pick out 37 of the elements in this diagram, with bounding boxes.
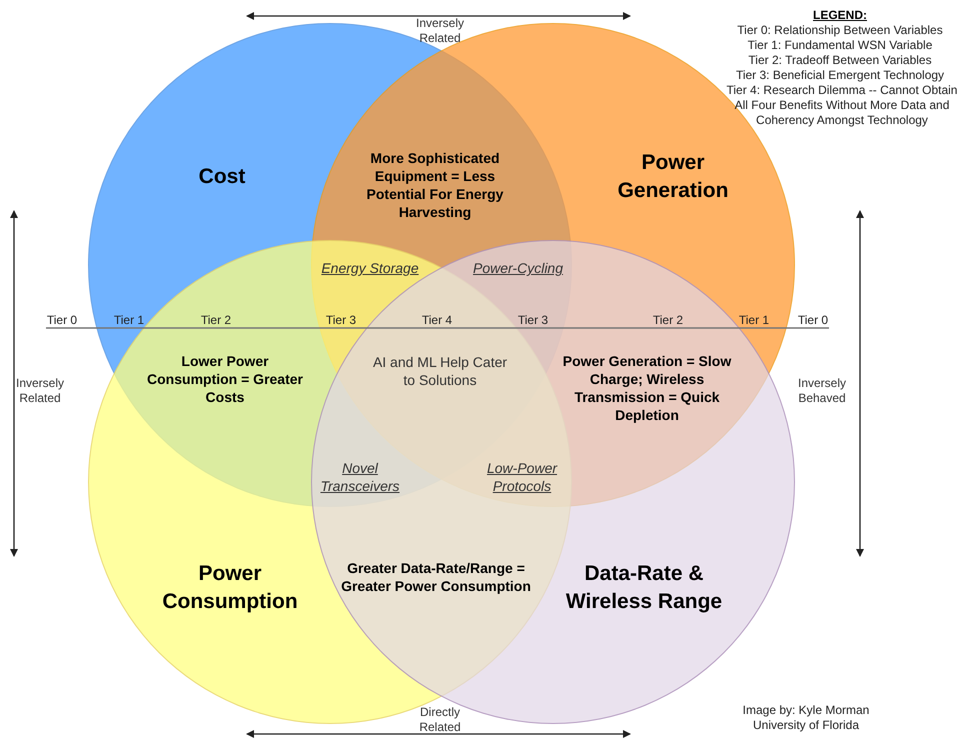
tier-label: Tier 4 bbox=[420, 313, 454, 327]
technology-label: Low-Power Protocols bbox=[486, 459, 558, 495]
region-label: Lower Power Consumption = Greater Costs bbox=[146, 352, 304, 406]
tier-label: Tier 0 bbox=[46, 313, 78, 327]
legend-text: Tier 4: Research Dilemma -- Cannot Obtain All Four Benefits Without More Data and Coherency Amongst Technology bbox=[726, 83, 958, 128]
credit-text: Image by: Kyle Morman University of Florida bbox=[742, 703, 870, 733]
tier-label: Tier 2 bbox=[200, 313, 232, 327]
technology-label: Novel Transceivers bbox=[319, 459, 401, 495]
double-arrow bbox=[246, 12, 631, 20]
region-label: More Sophisticated Equipment = Less Potential For Energy Harvesting bbox=[366, 149, 504, 221]
edge-label: Inversely Behaved bbox=[796, 376, 848, 406]
edge-label: Inversely Related bbox=[414, 16, 466, 46]
double-arrow bbox=[856, 210, 864, 557]
tier-label: Tier 2 bbox=[652, 313, 684, 327]
tier-label: Tier 0 bbox=[796, 313, 830, 327]
edge-label: Directly Related bbox=[418, 705, 462, 735]
double-arrow bbox=[10, 210, 18, 557]
double-arrow bbox=[246, 730, 631, 738]
circle-title: Cost bbox=[198, 164, 246, 190]
tier-label: Tier 3 bbox=[324, 313, 358, 327]
legend-text: Tier 1: Fundamental WSN Variable bbox=[746, 38, 934, 53]
legend-text: Tier 0: Relationship Between Variables bbox=[736, 23, 944, 38]
tier-label: Tier 3 bbox=[516, 313, 550, 327]
tier-label: Tier 1 bbox=[738, 313, 770, 327]
circle-title: Power Consumption bbox=[161, 561, 299, 615]
tier-label: Tier 1 bbox=[112, 313, 146, 327]
circle-title: Data-Rate & Wireless Range bbox=[564, 561, 724, 615]
legend-text: Tier 2: Tradeoff Between Variables bbox=[747, 53, 933, 68]
region-label: Power Generation = Slow Charge; Wireless Transmission = Quick Depletion bbox=[562, 352, 732, 424]
legend-text: Tier 3: Beneficial Emergent Technology bbox=[734, 68, 946, 83]
legend-heading: LEGEND: bbox=[812, 8, 868, 23]
region-label: AI and ML Help Cater to Solutions bbox=[372, 353, 508, 389]
technology-label: Energy Storage bbox=[320, 259, 420, 277]
technology-label: Power-Cycling bbox=[472, 259, 564, 277]
circle-title: Power Generation bbox=[616, 150, 730, 204]
edge-label: Inversely Related bbox=[14, 376, 66, 406]
region-label: Greater Data-Rate/Range = Greater Power Consumption bbox=[340, 559, 532, 595]
